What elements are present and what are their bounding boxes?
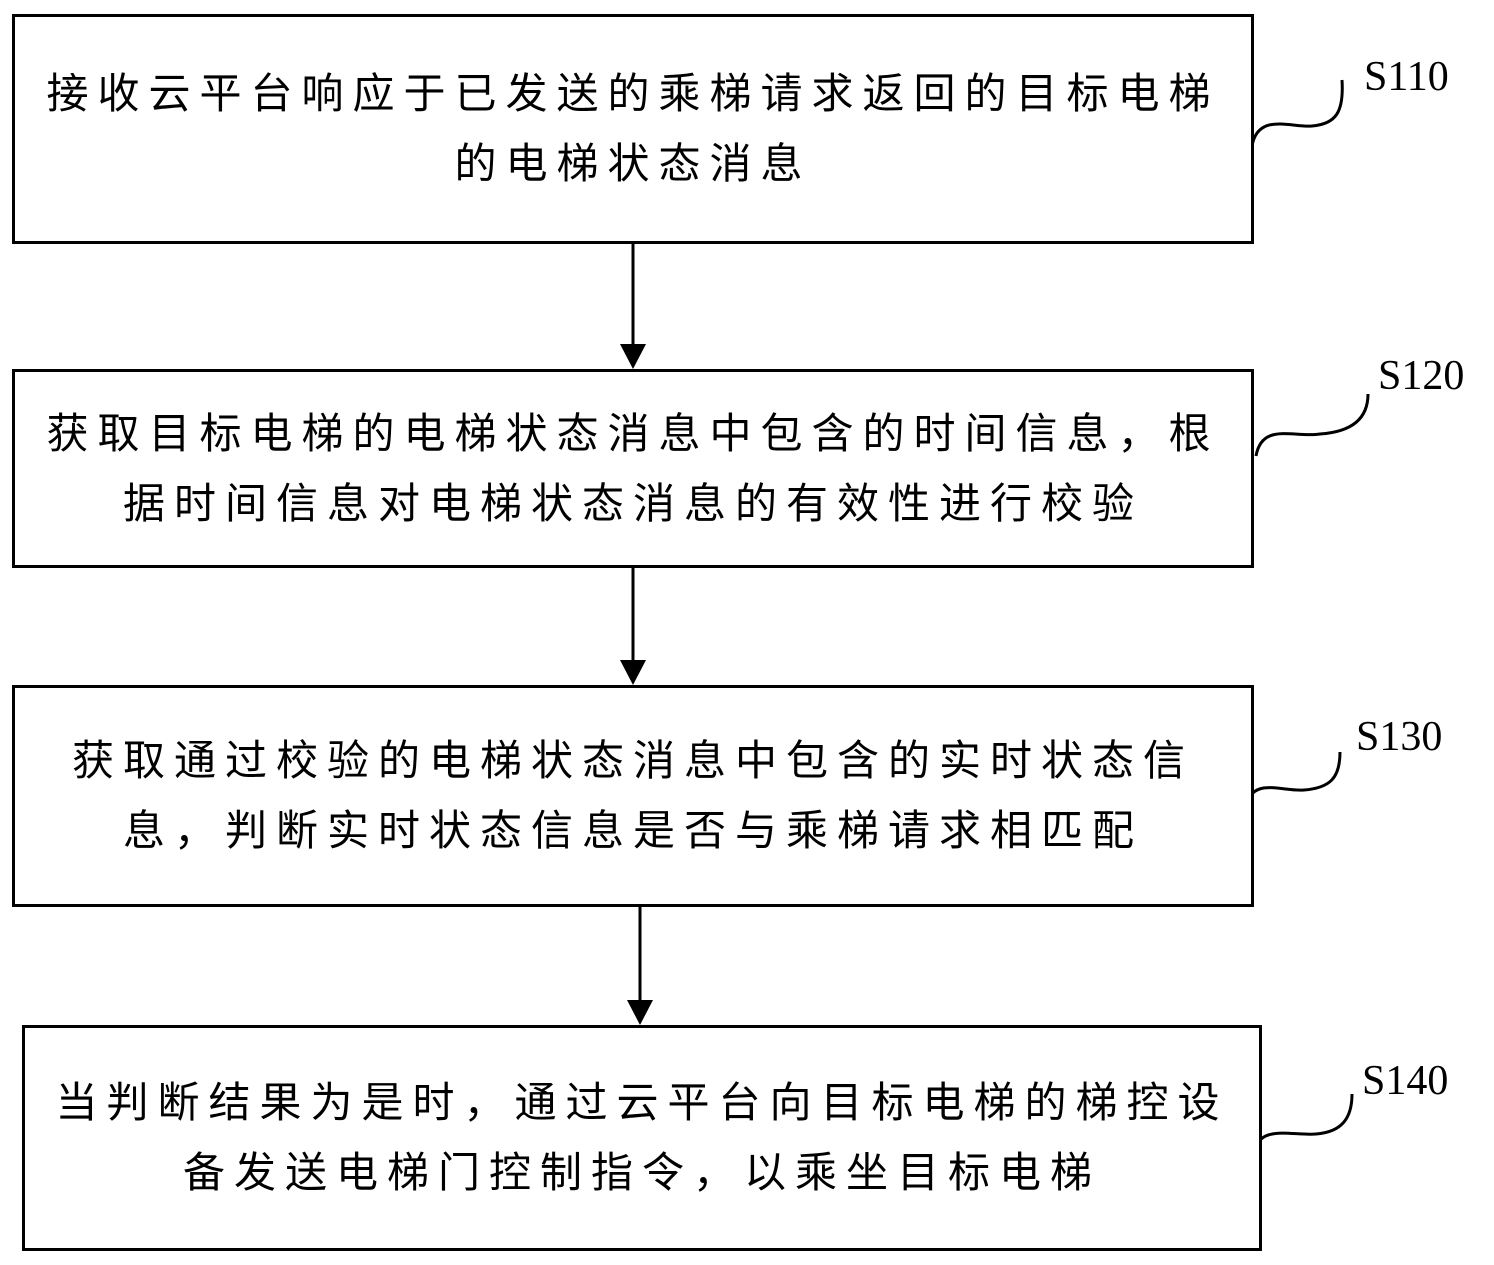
leader-s110 [1250, 79, 1344, 147]
step-box-s130: 获取通过校验的电梯状态消息中包含的实时状态信息，判断实时状态信息是否与乘梯请求相… [12, 685, 1254, 907]
step-label-s110: S110 [1364, 54, 1449, 100]
step-label-s120: S120 [1378, 353, 1465, 399]
step-text-s140: 当判断结果为是时，通过云平台向目标电梯的梯控设备发送电梯门控制指令，以乘坐目标电… [55, 1078, 1229, 1197]
leader-s130 [1244, 751, 1342, 808]
step-text-s110: 接收云平台响应于已发送的乘梯请求返回的目标电梯的电梯状态消息 [46, 69, 1220, 188]
step-label-s130: S130 [1356, 714, 1443, 760]
step-text-s120: 获取目标电梯的电梯状态消息中包含的时间信息，根据时间信息对电梯状态消息的有效性进… [46, 408, 1220, 528]
step-text-s130: 获取通过校验的电梯状态消息中包含的实时状态信息，判断实时状态信息是否与乘梯请求相… [71, 736, 1194, 855]
arrow-s130-s140 [627, 907, 653, 1025]
leader-s120 [1254, 393, 1370, 457]
step-box-s140: 当判断结果为是时，通过云平台向目标电梯的梯控设备发送电梯门控制指令，以乘坐目标电… [22, 1025, 1262, 1251]
step-box-s110: 接收云平台响应于已发送的乘梯请求返回的目标电梯的电梯状态消息 [12, 14, 1254, 244]
arrow-s120-s130 [620, 568, 646, 685]
leader-s140 [1252, 1093, 1354, 1153]
arrow-s110-s120 [620, 244, 646, 369]
step-box-s120: 获取目标电梯的电梯状态消息中包含的时间信息，根据时间信息对电梯状态消息的有效性进… [12, 369, 1254, 568]
step-label-s140: S140 [1362, 1058, 1449, 1104]
